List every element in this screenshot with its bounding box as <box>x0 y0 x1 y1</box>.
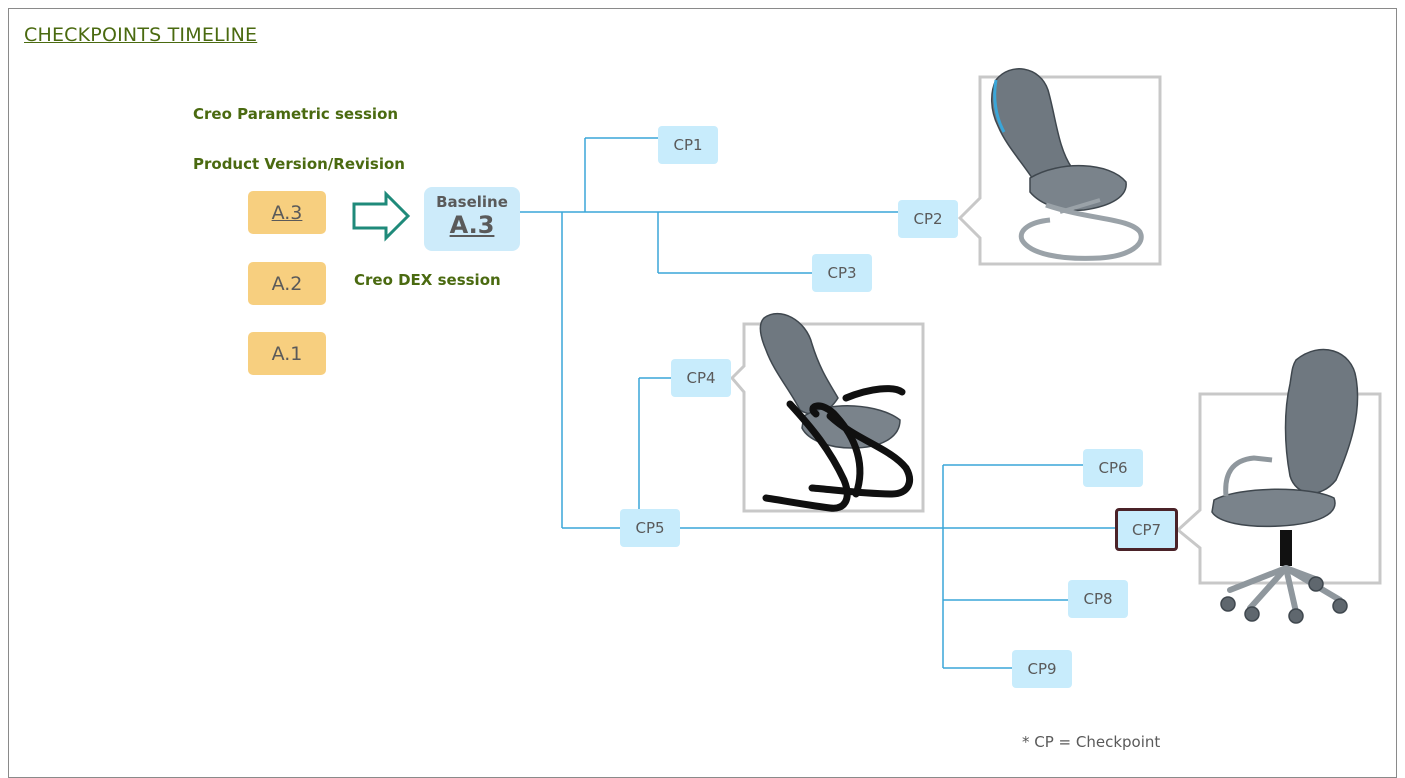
checkpoint-cp8[interactable]: CP8 <box>1068 580 1128 618</box>
checkpoint-cp9[interactable]: CP9 <box>1012 650 1072 688</box>
baseline-label: Baseline <box>436 193 508 211</box>
chair-cp4-image <box>759 312 913 512</box>
checkpoint-cp1[interactable]: CP1 <box>658 126 718 164</box>
checkpoint-cp3[interactable]: CP3 <box>812 254 872 292</box>
version-a3[interactable]: A.3 <box>248 191 326 234</box>
checkpoint-cp6[interactable]: CP6 <box>1083 449 1143 487</box>
version-a1[interactable]: A.1 <box>248 332 326 375</box>
chair-cp2-image <box>991 68 1144 261</box>
right-arrow-icon <box>352 190 411 242</box>
version-a2[interactable]: A.2 <box>248 262 326 305</box>
baseline-node[interactable]: Baseline A.3 <box>424 187 520 251</box>
checkpoint-cp2[interactable]: CP2 <box>898 200 958 238</box>
product-version-label: Product Version/Revision <box>193 155 405 173</box>
footnote: * CP = Checkpoint <box>1022 733 1161 751</box>
connector-lines <box>352 68 1382 669</box>
checkpoint-cp4[interactable]: CP4 <box>671 359 731 397</box>
parametric-session-label: Creo Parametric session <box>193 105 399 123</box>
dex-session-label: Creo DEX session <box>354 271 501 289</box>
page-title: CHECKPOINTS TIMELINE <box>24 24 258 46</box>
baseline-version: A.3 <box>449 211 495 239</box>
checkpoint-cp5[interactable]: CP5 <box>620 509 680 547</box>
chair-cp7-image <box>1211 348 1359 624</box>
checkpoint-cp7-selected[interactable]: CP7 <box>1115 508 1178 551</box>
